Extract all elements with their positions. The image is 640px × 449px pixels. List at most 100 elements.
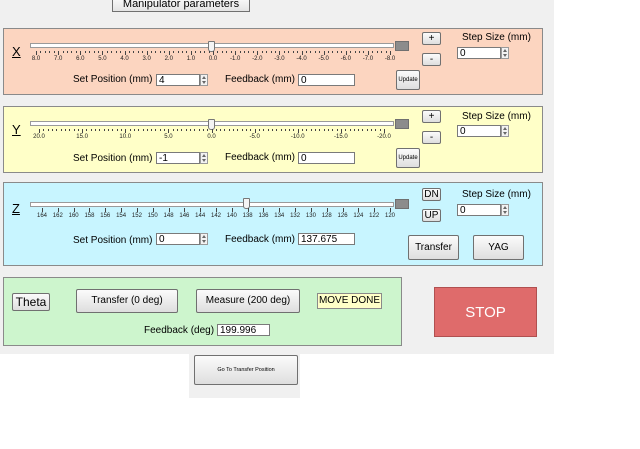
theta-label-button[interactable]: Theta xyxy=(12,293,50,311)
z-step-size-input[interactable]: 0 xyxy=(457,204,501,216)
slider-minor-tick xyxy=(372,51,374,53)
z-step-size-spinner[interactable] xyxy=(501,204,509,216)
x-slider-grip[interactable] xyxy=(395,41,409,51)
y-plus-button[interactable]: + xyxy=(422,110,441,123)
slider-minor-tick xyxy=(283,51,285,53)
y-feedback-field: 0 xyxy=(298,152,355,164)
yag-button[interactable]: YAG xyxy=(473,235,524,260)
slider-major-tick xyxy=(211,129,213,133)
slider-major-tick xyxy=(257,51,259,55)
slider-minor-tick xyxy=(248,51,250,53)
z-set-position-input[interactable]: 0 xyxy=(156,233,200,245)
theta-transfer-button[interactable]: Transfer (0 deg) xyxy=(76,289,178,313)
slider-minor-tick xyxy=(358,129,360,131)
slider-tick-label: 148 xyxy=(163,213,174,219)
slider-minor-tick xyxy=(138,129,140,131)
slider-tick-label: 128 xyxy=(321,213,332,219)
slider-tick-label: 6.0 xyxy=(76,56,85,62)
slider-tick-label: -15.0 xyxy=(334,134,348,140)
slider-minor-tick xyxy=(315,129,316,131)
slider-major-tick xyxy=(374,208,376,212)
slider-major-tick xyxy=(73,208,75,212)
slider-tick-label: 10.0 xyxy=(119,134,132,140)
z-feedback-label: Feedback (mm) xyxy=(225,234,296,245)
stop-button[interactable]: STOP xyxy=(434,287,537,337)
slider-major-tick xyxy=(310,208,312,212)
transfer-button[interactable]: Transfer xyxy=(408,235,459,260)
z-down-button[interactable]: DN xyxy=(422,188,441,201)
z-slider-grip[interactable] xyxy=(395,199,409,209)
y-step-size-input[interactable]: 0 xyxy=(457,125,501,137)
y-set-position-spinner[interactable] xyxy=(200,152,208,164)
slider-major-tick xyxy=(263,208,265,212)
slider-tick-label: -3.0 xyxy=(274,56,285,62)
slider-minor-tick xyxy=(217,51,219,53)
y-slider-thumb[interactable] xyxy=(207,119,215,130)
z-slider-track[interactable] xyxy=(30,202,394,207)
slider-minor-tick xyxy=(323,129,325,131)
theta-panel: Theta Transfer (0 deg) Measure (200 deg)… xyxy=(3,277,402,346)
x-slider-thumb[interactable] xyxy=(207,41,215,52)
slider-minor-tick xyxy=(108,129,109,131)
slider-tick-label: 154 xyxy=(116,213,127,219)
slider-minor-tick xyxy=(159,129,161,131)
slider-tick-label: 0.0 xyxy=(208,56,218,62)
y-step-size-spinner[interactable] xyxy=(501,125,509,137)
z-set-position-label: Set Position (mm) xyxy=(73,235,153,246)
slider-tick-label: -1.0 xyxy=(229,56,241,62)
slider-minor-tick xyxy=(173,51,175,53)
x-step-size-input[interactable]: 0 xyxy=(457,47,501,59)
x-minus-button[interactable]: - xyxy=(422,53,441,66)
slider-major-tick xyxy=(124,51,126,55)
slider-minor-tick xyxy=(305,51,307,53)
slider-minor-tick xyxy=(276,129,278,131)
theta-measure-button[interactable]: Measure (200 deg) xyxy=(196,289,300,313)
x-set-position-spinner[interactable] xyxy=(200,74,208,86)
slider-major-tick xyxy=(146,51,148,55)
slider-major-tick xyxy=(297,129,299,133)
slider-minor-tick xyxy=(381,51,383,53)
slider-minor-tick xyxy=(199,51,201,53)
slider-minor-tick xyxy=(228,129,230,131)
slider-minor-tick xyxy=(292,51,294,53)
y-set-position-input[interactable]: -1 xyxy=(156,152,200,164)
go-to-transfer-position-button[interactable]: Go To Transfer Position xyxy=(194,355,298,385)
x-axis-letter: X xyxy=(12,44,21,59)
z-slider-thumb[interactable] xyxy=(242,198,250,209)
slider-major-tick xyxy=(200,208,202,212)
slider-tick-label: -4.0 xyxy=(296,56,307,62)
slider-minor-tick xyxy=(198,129,200,131)
slider-minor-tick xyxy=(288,51,290,53)
slider-tick-label: 20.0 xyxy=(33,134,45,140)
slider-minor-tick xyxy=(267,129,269,131)
slider-minor-tick xyxy=(164,51,166,53)
z-up-button[interactable]: UP xyxy=(422,209,441,222)
z-set-position-spinner[interactable] xyxy=(200,233,208,245)
slider-minor-tick xyxy=(49,51,51,53)
slider-minor-tick xyxy=(261,51,263,53)
slider-minor-tick xyxy=(314,51,316,53)
slider-major-tick xyxy=(390,208,391,212)
slider-tick-label: 8.0 xyxy=(31,56,41,62)
slider-minor-tick xyxy=(350,51,352,53)
slider-minor-tick xyxy=(270,51,272,53)
y-minus-button[interactable]: - xyxy=(422,131,441,144)
x-set-position-input[interactable]: 4 xyxy=(156,74,200,86)
slider-major-tick xyxy=(36,51,37,55)
y-update-button[interactable]: Update xyxy=(396,148,420,168)
x-step-size-spinner[interactable] xyxy=(501,47,509,59)
slider-minor-tick xyxy=(99,129,101,131)
slider-minor-tick xyxy=(332,129,334,131)
slider-major-tick xyxy=(367,51,369,55)
slider-tick-label: 132 xyxy=(290,213,301,219)
slider-tick-label: 15.0 xyxy=(76,134,88,140)
slider-major-tick xyxy=(345,51,347,55)
x-update-button[interactable]: Update xyxy=(396,70,420,90)
slider-minor-tick xyxy=(252,51,254,53)
x-plus-button[interactable]: + xyxy=(422,32,441,45)
slider-minor-tick xyxy=(53,51,55,53)
y-slider-grip[interactable] xyxy=(395,119,409,129)
slider-minor-tick xyxy=(327,129,329,131)
slider-minor-tick xyxy=(69,129,71,131)
slider-minor-tick xyxy=(97,51,99,53)
